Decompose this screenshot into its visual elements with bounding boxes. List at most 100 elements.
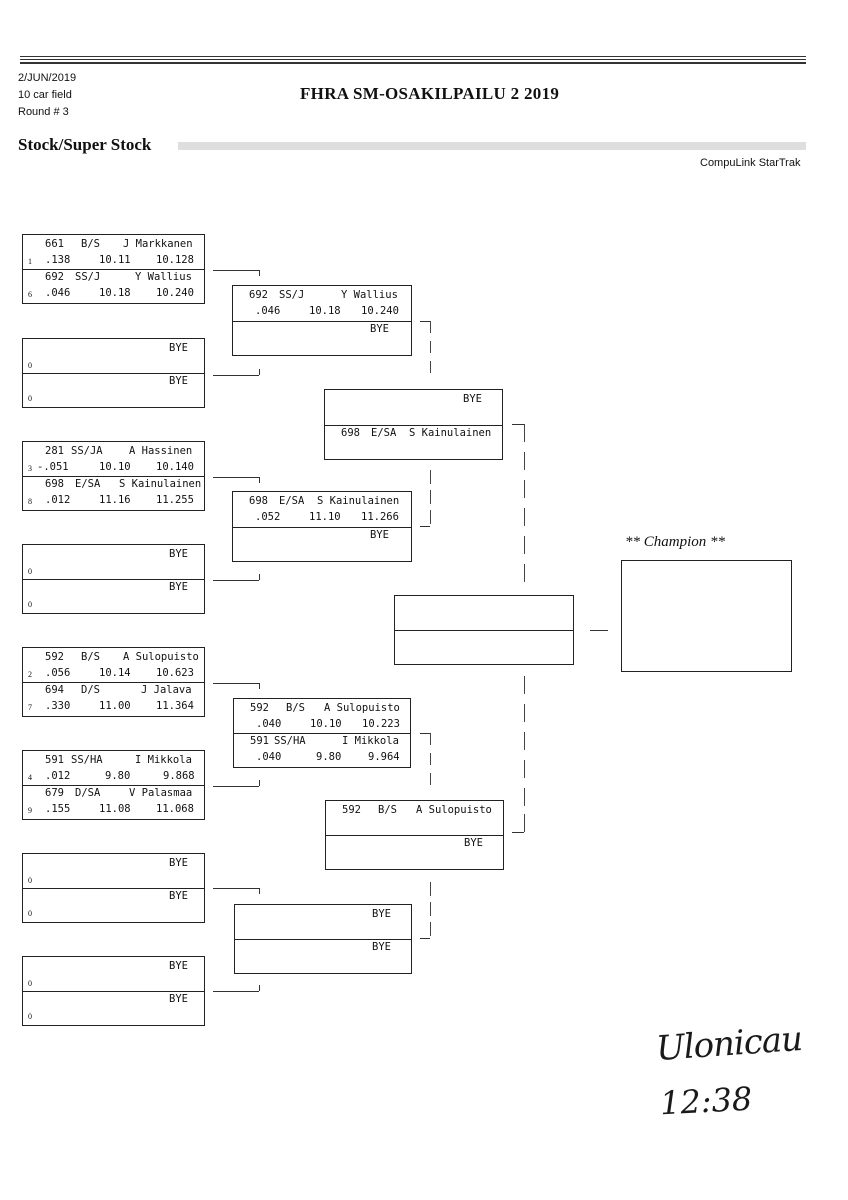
connector bbox=[430, 341, 431, 353]
driver-name: S Kainulainen bbox=[119, 478, 202, 490]
class: SS/J bbox=[279, 289, 305, 301]
connector bbox=[512, 424, 524, 425]
round3-match-1: BYE 698 E/SA S Kainulainen bbox=[324, 389, 503, 460]
bye-label: BYE bbox=[169, 375, 188, 387]
driver-name: A Hassinen bbox=[129, 445, 193, 457]
dial-in: 10.10 bbox=[99, 461, 131, 473]
driver-name: S Kainulainen bbox=[317, 495, 400, 507]
round-number: Round # 3 bbox=[18, 106, 69, 118]
car-number: 692 bbox=[45, 271, 64, 283]
elapsed-time: 11.255 bbox=[156, 494, 194, 506]
connector bbox=[430, 902, 431, 916]
bye-label: BYE bbox=[169, 342, 188, 354]
car-number: 592 bbox=[45, 651, 64, 663]
bye-label: BYE bbox=[169, 548, 188, 560]
header-rule-bottom bbox=[20, 62, 806, 64]
dial-in: 10.11 bbox=[99, 254, 131, 266]
round2-match-3-bottom: 591 SS/HA I Mikkola .040 9.80 9.964 bbox=[234, 733, 410, 767]
round1-match-8-top: BYE 0 bbox=[23, 957, 204, 992]
dial-in: 9.80 bbox=[316, 751, 342, 763]
reaction-time: .040 bbox=[256, 751, 282, 763]
car-number: 692 bbox=[249, 289, 268, 301]
bye-label: BYE bbox=[370, 322, 389, 335]
connector bbox=[420, 526, 430, 527]
class: B/S bbox=[81, 651, 100, 663]
bye-label: BYE bbox=[463, 393, 482, 405]
handwritten-signature: Ulonicau bbox=[654, 1018, 804, 1070]
round1-match-8-bottom: BYE 0 bbox=[23, 991, 204, 1025]
header-rule-middle bbox=[20, 59, 806, 60]
category-dot-bar bbox=[178, 142, 806, 150]
reaction-time: .012 bbox=[45, 494, 71, 506]
car-number: 679 bbox=[45, 787, 64, 799]
connector bbox=[430, 361, 431, 373]
connector bbox=[524, 788, 525, 806]
seed: 0 bbox=[28, 876, 32, 885]
driver-name: A Sulopuisto bbox=[416, 804, 492, 816]
connector bbox=[420, 938, 430, 939]
seed: 0 bbox=[28, 909, 32, 918]
seed: 0 bbox=[28, 1012, 32, 1021]
elapsed-time: 9.868 bbox=[163, 770, 195, 782]
final-match bbox=[394, 595, 574, 665]
connector bbox=[524, 704, 525, 722]
connector bbox=[430, 922, 431, 936]
connector bbox=[430, 490, 431, 504]
round2-match-2-top: 698 E/SA S Kainulainen .052 11.10 11.266 bbox=[233, 492, 411, 528]
round1-match-6: 591 SS/HA I Mikkola 4 .012 9.80 9.868 67… bbox=[22, 750, 205, 820]
elapsed-time: 10.240 bbox=[361, 305, 399, 317]
car-number: 591 bbox=[45, 754, 64, 766]
connector bbox=[213, 580, 259, 581]
round2-match-1: 692 SS/J Y Wallius .046 10.18 10.240 BYE bbox=[232, 285, 412, 356]
class: B/S bbox=[286, 702, 305, 714]
reaction-time: .046 bbox=[255, 305, 281, 317]
connector bbox=[524, 536, 525, 554]
connector bbox=[213, 888, 259, 889]
class: D/S bbox=[81, 684, 100, 696]
round1-match-6-bottom: 679 D/SA V Palasmaa 9 .155 11.08 11.068 bbox=[23, 785, 204, 819]
reaction-time: .052 bbox=[255, 511, 281, 523]
round1-match-3: 281 SS/JA A Hassinen 3 -.051 10.10 10.14… bbox=[22, 441, 205, 511]
round2-match-4-top: BYE bbox=[235, 905, 411, 940]
seed: 0 bbox=[28, 567, 32, 576]
bye-label: BYE bbox=[372, 941, 391, 953]
connector bbox=[430, 321, 431, 333]
driver-name: S Kainulainen bbox=[409, 426, 492, 439]
round1-match-4-bottom: BYE 0 bbox=[23, 579, 204, 613]
connector bbox=[213, 270, 259, 271]
class: D/SA bbox=[75, 787, 101, 799]
round3-match-1-bottom: 698 E/SA S Kainulainen bbox=[325, 425, 502, 460]
round2-match-4-bottom: BYE bbox=[235, 939, 411, 973]
dial-in: 11.16 bbox=[99, 494, 131, 506]
round1-match-6-top: 591 SS/HA I Mikkola 4 .012 9.80 9.868 bbox=[23, 751, 204, 786]
connector bbox=[420, 321, 430, 322]
round3-match-2-bottom: BYE bbox=[326, 835, 503, 869]
connector bbox=[430, 733, 431, 745]
connector bbox=[524, 564, 525, 582]
connector bbox=[420, 733, 430, 734]
car-number: 694 bbox=[45, 684, 64, 696]
car-number: 592 bbox=[342, 804, 361, 816]
bye-label: BYE bbox=[169, 581, 188, 593]
car-number: 591 bbox=[250, 735, 269, 747]
connector bbox=[213, 477, 259, 478]
round1-match-1-top: 661 B/S J Markkanen 1 .138 10.11 10.128 bbox=[23, 235, 204, 270]
round2-match-4: BYE BYE bbox=[234, 904, 412, 974]
driver-name: Y Wallius bbox=[135, 271, 192, 283]
category-title: Stock/Super Stock bbox=[18, 135, 152, 154]
dial-in: 9.80 bbox=[105, 770, 131, 782]
round2-match-2-bottom: BYE bbox=[233, 527, 411, 562]
round2-match-1-bottom: BYE bbox=[233, 321, 411, 356]
connector bbox=[259, 369, 260, 375]
connector bbox=[524, 732, 525, 750]
driver-name: A Sulopuisto bbox=[123, 651, 199, 663]
champion-label: ** Champion ** bbox=[625, 534, 726, 550]
connector bbox=[590, 630, 608, 631]
seed: 0 bbox=[28, 600, 32, 609]
connector bbox=[259, 985, 260, 991]
reaction-time: -.051 bbox=[37, 461, 69, 473]
bye-label: BYE bbox=[169, 890, 188, 902]
dial-in: 11.00 bbox=[99, 700, 131, 712]
connector bbox=[259, 574, 260, 580]
seed: 9 bbox=[28, 806, 32, 815]
